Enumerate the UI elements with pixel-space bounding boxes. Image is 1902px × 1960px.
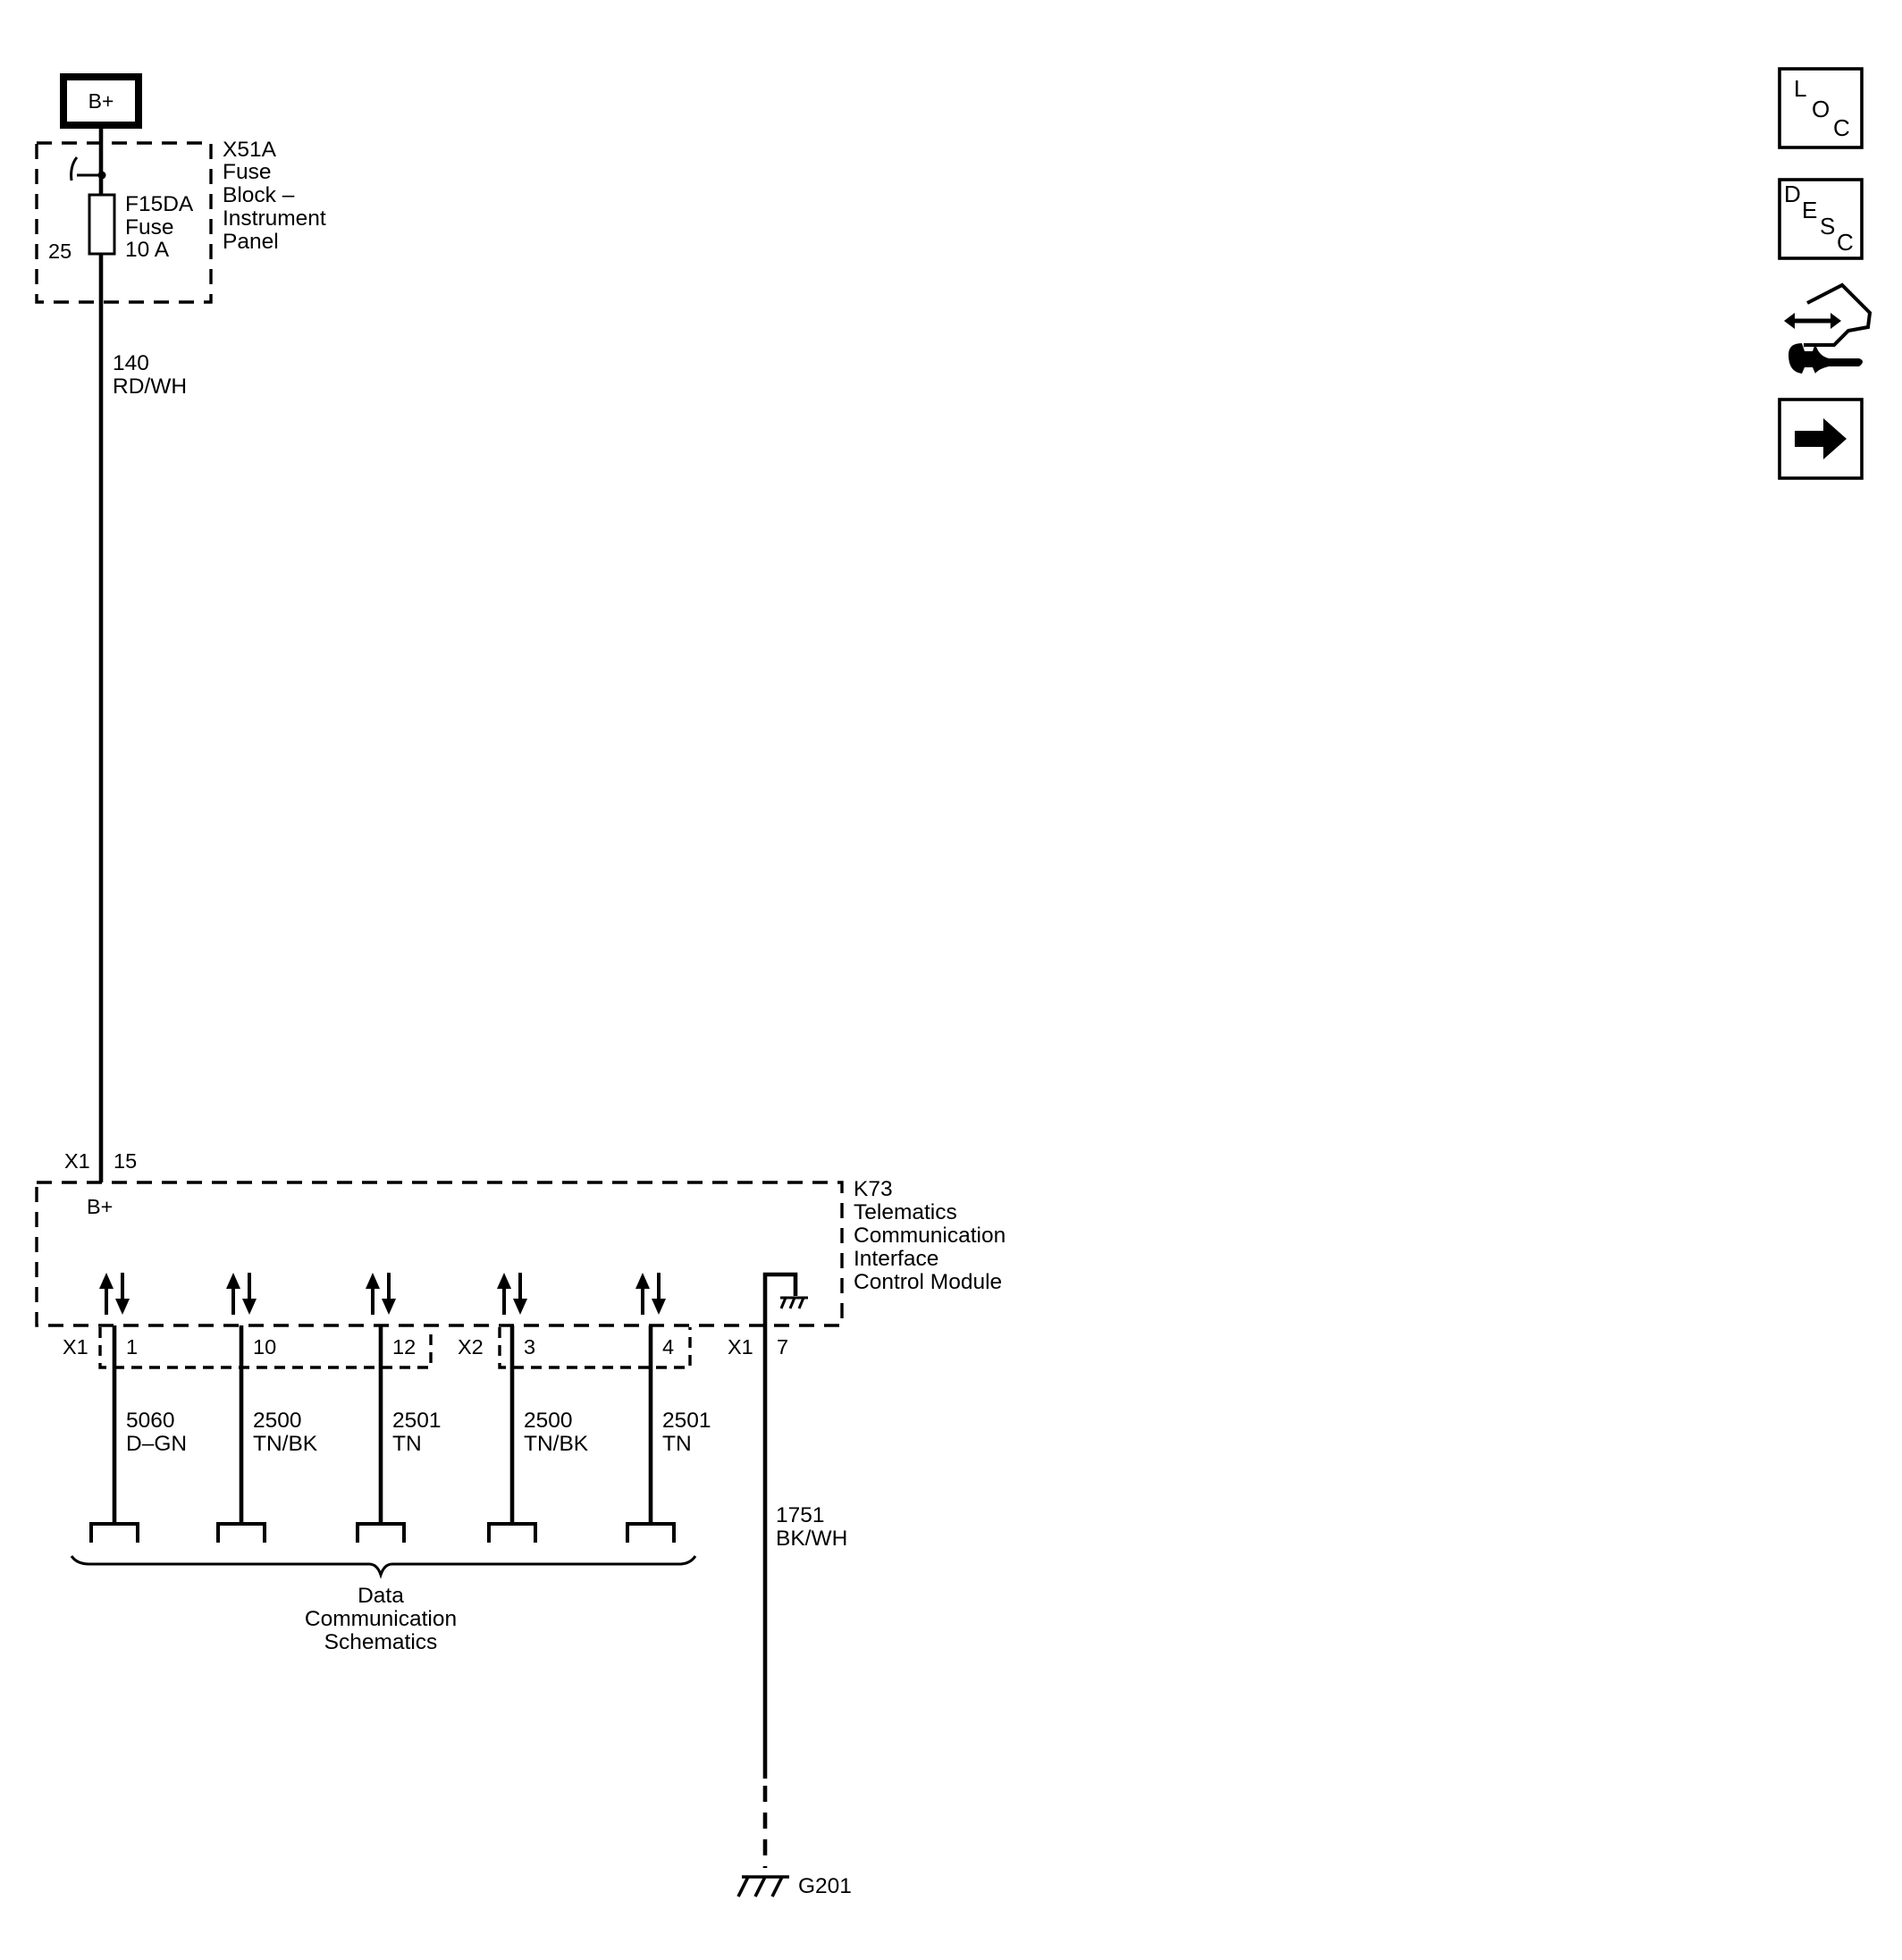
data-connector-x2-label: X2: [458, 1335, 484, 1359]
power-badge-label: B+: [88, 89, 114, 113]
reference-brace: [70, 1555, 697, 1579]
module-name-line-1: Telematics: [854, 1200, 957, 1224]
loc-letter-2: O: [1812, 96, 1830, 122]
internal-ground-icon: [779, 1296, 808, 1309]
reference-line-2: Communication: [305, 1607, 457, 1631]
desc-letter-3: S: [1820, 213, 1835, 240]
fuse-cavity-label: 25: [48, 240, 72, 263]
data-pins-group: 15060D–GN102500TN/BK122501TN32500TN/BK42…: [89, 1273, 711, 1543]
ground-pin-label: 7: [777, 1335, 788, 1359]
terminal-icon: [356, 1522, 406, 1543]
wire-circuit-label: 2501: [392, 1409, 442, 1433]
reference-line-1: Data: [358, 1584, 404, 1608]
wire-1751-circuit: 1751: [776, 1503, 825, 1527]
desc-letter-1: D: [1784, 181, 1801, 207]
module-name-line-2: Communication: [854, 1224, 1006, 1248]
wire-circuit-label: 2500: [524, 1409, 573, 1433]
wire-1751-color: BK/WH: [776, 1527, 847, 1551]
bidirectional-arrow-icon: [366, 1273, 396, 1315]
fuse-type-label: Fuse: [125, 215, 173, 240]
arrow-right-icon: [1795, 418, 1847, 459]
wire-140-circuit: 140: [113, 351, 149, 375]
bidirectional-arrow-icon: [226, 1273, 257, 1315]
fuse-block-name-line-4: Panel: [223, 230, 279, 254]
reference-line-3: Schematics: [324, 1630, 438, 1654]
module-id: K73: [854, 1177, 893, 1201]
module-power-input-label: B+: [87, 1195, 113, 1218]
bus-bar-symbol: [70, 156, 79, 181]
wire-color-label: TN: [662, 1432, 692, 1456]
desc-letter-4: C: [1837, 229, 1854, 256]
fuse-block-id: X51A: [223, 138, 277, 162]
loc-button[interactable]: L O C: [1778, 67, 1864, 149]
loc-letter-3: C: [1833, 114, 1850, 141]
ground-g201-icon: [736, 1875, 789, 1897]
battery-power-source: B+: [60, 73, 142, 129]
data-communication-reference[interactable]: Data Communication Schematics: [70, 1555, 697, 1654]
wire-140-color: RD/WH: [113, 374, 187, 399]
fuse-block-name-line-3: Instrument: [223, 206, 326, 231]
ground-connector-label: X1: [728, 1335, 753, 1359]
loc-letter-1: L: [1794, 75, 1806, 102]
module-k73: X1 15 B+ K73 Telematics Communication In…: [35, 1149, 1006, 1369]
module-name-line-4: Control Module: [854, 1270, 1002, 1294]
terminal-icon: [626, 1522, 676, 1543]
fuse-f15da-symbol: [88, 193, 116, 256]
bidirectional-arrow-icon: [497, 1273, 527, 1315]
wire-color-label: D–GN: [126, 1432, 187, 1456]
fuse-block-outline: [35, 141, 213, 304]
bidirectional-arrow-icon: [99, 1273, 130, 1315]
data-connector-x1-label: X1: [63, 1335, 88, 1359]
connector-x1-shell: [98, 1327, 433, 1369]
ground-id-label: G201: [798, 1874, 852, 1898]
pin-number-label: 4: [662, 1335, 674, 1359]
bidirectional-arrow-icon: [635, 1273, 666, 1315]
internal-ground-trace: [762, 1272, 798, 1325]
wire-color-label: TN/BK: [524, 1432, 589, 1456]
terminal-icon: [89, 1522, 139, 1543]
desc-button[interactable]: D E S C: [1778, 178, 1864, 260]
power-connector-label: X1: [64, 1149, 90, 1173]
wire-circuit-label: 2501: [662, 1409, 711, 1433]
power-pin-label: 15: [114, 1149, 137, 1173]
pin-number-label: 12: [392, 1335, 416, 1359]
wire-color-label: TN/BK: [253, 1432, 318, 1456]
connector-wrench-icon[interactable]: [1784, 282, 1873, 374]
module-name-line-3: Interface: [854, 1247, 938, 1271]
fuse-rating-label: 10 A: [125, 238, 170, 262]
pin-number-label: 10: [253, 1335, 276, 1359]
fuse-block-name-line-1: Fuse: [223, 160, 271, 184]
fuse-id-label: F15DA: [125, 192, 194, 216]
wire-circuit-label: 5060: [126, 1409, 175, 1433]
terminal-icon: [487, 1522, 537, 1543]
fuse-block-name-line-2: Block –: [223, 183, 295, 207]
next-page-button[interactable]: [1778, 398, 1864, 480]
desc-letter-2: E: [1802, 197, 1817, 223]
terminal-icon: [216, 1522, 266, 1543]
pin-number-label: 3: [524, 1335, 535, 1359]
wire-color-label: TN: [392, 1432, 422, 1456]
fuse-block: 25 F15DA Fuse 10 A X51A Fuse Block – Ins…: [35, 138, 326, 304]
connector-x2-shell: [498, 1327, 692, 1369]
pin-number-label: 1: [126, 1335, 138, 1359]
module-outline: [35, 1181, 844, 1327]
wire-circuit-label: 2500: [253, 1409, 302, 1433]
